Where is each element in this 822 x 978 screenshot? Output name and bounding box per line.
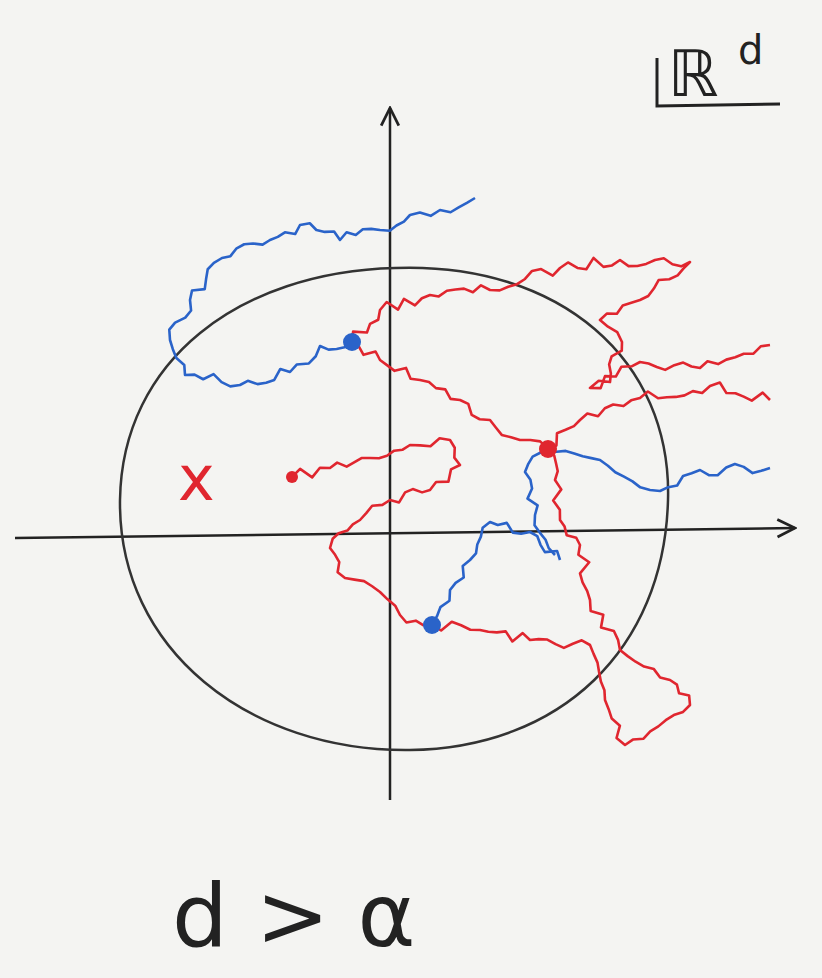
random-path [432, 449, 690, 745]
random-path [352, 258, 770, 388]
path-point [539, 440, 557, 458]
random-path [352, 342, 548, 449]
horizontal-axis [15, 528, 795, 538]
path-point [423, 616, 441, 634]
ball-circle [120, 268, 668, 750]
random-path [432, 522, 560, 625]
random-path [292, 438, 460, 625]
random-path [169, 198, 475, 386]
random-path [525, 449, 555, 555]
space-label: ℝ [668, 42, 719, 106]
path-point [286, 471, 298, 483]
dots-group [286, 333, 557, 634]
path-point [343, 333, 361, 351]
random-path [548, 382, 770, 449]
paths-group [169, 198, 770, 745]
condition-label: d > α [172, 872, 416, 960]
dimension-label: d [738, 30, 763, 70]
random-path [548, 449, 770, 491]
start-point-label: x [178, 448, 215, 510]
